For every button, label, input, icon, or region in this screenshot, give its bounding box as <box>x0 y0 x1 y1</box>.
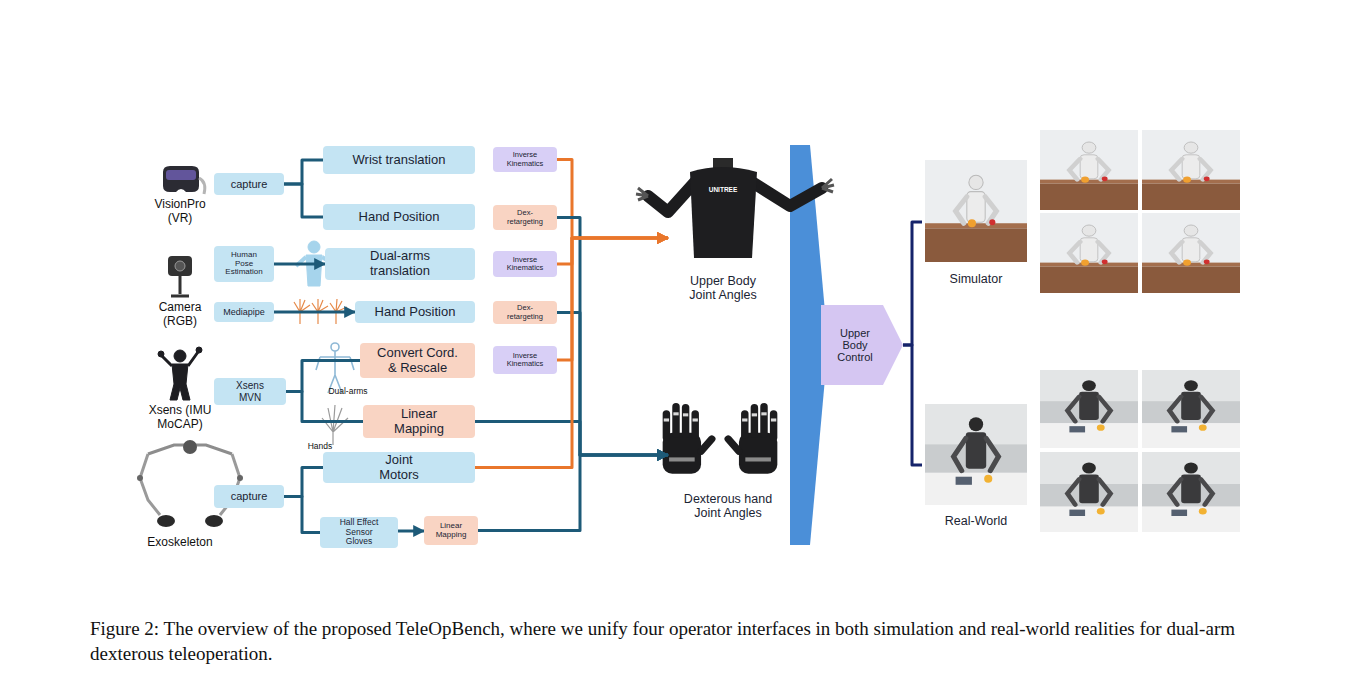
node-text: Hand Position <box>375 305 456 320</box>
device-label: VisionPro (VR) <box>145 198 215 226</box>
node-text: capture <box>231 178 268 190</box>
connector <box>557 238 668 264</box>
node-text: Human Pose Estimation <box>223 251 265 278</box>
device-label: Xsens (IMU MoCAP) <box>135 404 225 432</box>
connector <box>398 530 424 533</box>
connector <box>903 345 922 465</box>
process-box: Hand Position <box>355 301 475 323</box>
real-world-photos <box>925 370 1240 532</box>
connector <box>284 468 323 497</box>
sensor-box: Hall Effect Sensor Gloves <box>320 517 398 548</box>
node-text: Wrist translation <box>353 153 446 168</box>
connector <box>274 311 355 314</box>
scene-group: Real-World <box>922 402 1030 528</box>
node-text: Dual-arms translation <box>360 249 440 278</box>
webcam-icon <box>168 256 192 296</box>
ik-box: Inverse Kinematics <box>493 147 557 172</box>
node-text: Hall Effect Sensor Gloves <box>333 518 385 547</box>
mocap-person-icon <box>158 347 202 400</box>
process-box: Hand Position <box>323 204 475 230</box>
mapping-box: Linear Mapping <box>424 516 478 545</box>
node-text: Inverse Kinematics <box>503 352 547 369</box>
node-text: Dex-retargeting <box>503 304 547 321</box>
connector <box>903 222 922 345</box>
node-text: Convert Cord. & Rescale <box>372 346 464 375</box>
capture-box: capture <box>214 173 284 195</box>
node-text: Simulator <box>950 272 1003 286</box>
scene-group: Simulator <box>922 158 1030 286</box>
control-chevron: Upper Body Control <box>821 305 903 385</box>
part-label: Dual-arms <box>318 387 378 397</box>
node-text: Inverse Kinematics <box>503 256 547 273</box>
connector <box>557 218 668 456</box>
part-label: Hands <box>300 442 340 452</box>
connector <box>284 160 323 184</box>
node-text: Dex-retargeting <box>503 209 547 226</box>
device-label: Camera (RGB) <box>151 301 209 329</box>
ik-box: Inverse Kinematics <box>493 346 557 374</box>
node-text: Hand Position <box>359 210 440 225</box>
node-text: Inverse Kinematics <box>503 151 547 168</box>
connector <box>557 238 668 360</box>
convert-box: Convert Cord. & Rescale <box>360 343 475 378</box>
connector <box>475 238 668 468</box>
mapping-box: Linear Mapping <box>363 405 475 438</box>
connector <box>274 263 325 266</box>
chevron-outline <box>821 305 903 385</box>
node-text: Mediapipe <box>223 307 265 317</box>
figure-caption: Figure 2: The overview of the proposed T… <box>90 617 1295 666</box>
ik-box: Inverse Kinematics <box>493 251 557 277</box>
hand-skeleton <box>322 405 348 445</box>
node-text: Linear Mapping <box>389 407 449 436</box>
robot-torso-illustration <box>636 158 834 258</box>
node-text: Upper Body Joint Angles <box>681 274 766 302</box>
output-group: Dexterous hand Joint Angles <box>668 438 788 520</box>
brand-label: UNITREE <box>699 186 747 193</box>
dexterous-gloves <box>663 403 778 474</box>
exoskeleton-icon <box>137 440 243 527</box>
connector <box>557 313 668 456</box>
skeleton-figure <box>316 343 354 393</box>
node-text: Dexterous hand Joint Angles <box>678 492 778 520</box>
connector <box>284 184 323 217</box>
process-box: Dual-arms translation <box>325 248 475 280</box>
connector <box>284 497 320 533</box>
device-label: Exoskeleton <box>130 536 230 550</box>
connector <box>478 455 668 531</box>
vr-headset-icon <box>163 166 205 194</box>
simulation-screenshots <box>925 130 1240 293</box>
retarget-box: Dex-retargeting <box>493 205 557 230</box>
capture-box: capture <box>214 485 284 508</box>
mediapipe-box: Mediapipe <box>214 302 274 322</box>
process-box: Wrist translation <box>323 146 475 174</box>
estimation-box: Human Pose Estimation <box>214 246 274 282</box>
node-text: Xsens MVN <box>230 380 270 402</box>
node-text: Linear Mapping <box>430 522 472 540</box>
output-group: Upper Body Joint Angles <box>668 200 778 302</box>
software-box: Xsens MVN <box>214 378 286 405</box>
node-text: Upper Body Control <box>833 327 878 364</box>
node-text: Real-World <box>945 514 1007 528</box>
node-text: Joint Motors <box>374 453 424 482</box>
connector <box>557 160 668 239</box>
retarget-box: Dex-retargeting <box>493 301 557 324</box>
process-box: Joint Motors <box>323 452 475 483</box>
node-text: capture <box>231 490 268 502</box>
